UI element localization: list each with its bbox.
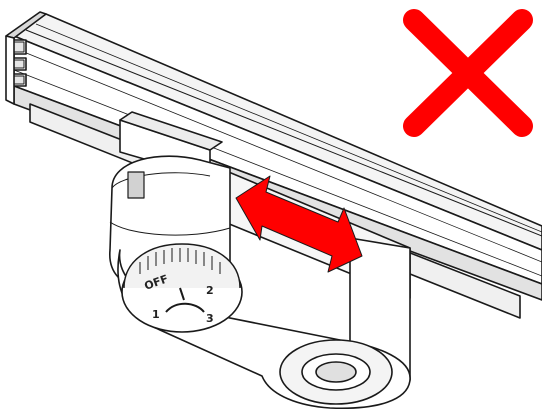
dial-knurling [139, 248, 221, 274]
cross-icon [403, 9, 533, 137]
phase-selector-dial [121, 243, 243, 333]
rail-end-profile [5, 11, 47, 105]
double-headed-arrow-icon [235, 175, 363, 273]
dial-label-1: 1 [152, 308, 160, 321]
dial-indicator-arc [165, 302, 205, 313]
dial-label-3: 3 [206, 312, 214, 325]
dial-label-2: 2 [206, 284, 214, 297]
